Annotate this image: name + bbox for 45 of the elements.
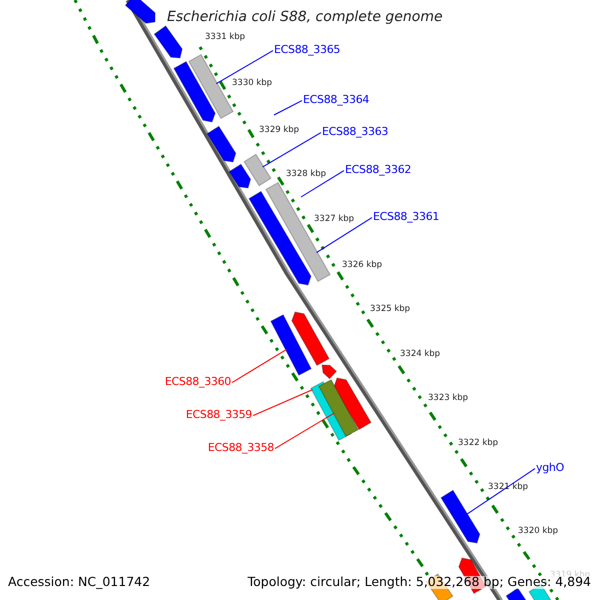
gene-feature	[154, 25, 183, 59]
scale-label: 3324 kbp	[400, 350, 440, 358]
scale-label: 3320 kbp	[518, 527, 558, 536]
gene-label: yghO	[536, 462, 564, 473]
scale-label: 3327 kbp	[314, 215, 354, 224]
gene-feature	[291, 311, 330, 366]
scale-label: 3325 kbp	[370, 305, 410, 314]
gene-feature	[188, 54, 234, 120]
gene-feature	[206, 126, 236, 163]
gene-label: ECS88_3363	[322, 126, 388, 137]
gene-feature	[243, 154, 272, 186]
gene-label: ECS88_3359	[186, 409, 252, 420]
scale-label: 3323 kbp	[428, 394, 468, 402]
leader-line	[216, 50, 274, 84]
gene-feature	[173, 60, 216, 123]
leader-line	[274, 412, 335, 450]
scale-label: 3329 kbp	[259, 126, 300, 134]
gene-feature	[248, 190, 312, 286]
scale-label: 3326 kbp	[342, 261, 382, 270]
leader-line	[300, 170, 344, 198]
scale-label: 3331 kbp	[205, 33, 246, 42]
accession-text: Accession: NC_011742	[8, 576, 150, 588]
leader-line	[232, 348, 288, 384]
gene-label: ECS88_3360	[164, 376, 231, 387]
gene-feature	[228, 164, 252, 189]
gene-feature	[270, 314, 312, 376]
leader-line	[252, 389, 314, 416]
scale-label: 3328 kbp	[286, 170, 326, 178]
gene-label: ECS88_3364	[303, 94, 370, 105]
gene-feature	[318, 379, 359, 437]
gene-feature	[333, 377, 372, 430]
scale-label: 3322 kbp	[458, 439, 498, 448]
gene-label: ECS88_3362	[345, 164, 412, 175]
gene-label: ECS88_3361	[373, 211, 440, 222]
leader-line	[274, 100, 302, 116]
gene-label: ECS88_3365	[274, 44, 340, 55]
leader-line	[466, 468, 536, 515]
leader-line	[316, 217, 372, 254]
title: Escherichia coli S88, complete genome	[167, 10, 443, 24]
scale-label: 3321 kbp	[488, 483, 528, 492]
leader-line	[262, 132, 322, 168]
gene-label: ECS88_3358	[208, 442, 274, 453]
gene-feature	[124, 0, 156, 24]
scale-label: 3330 kbp	[232, 79, 272, 88]
gene-feature	[440, 490, 480, 544]
